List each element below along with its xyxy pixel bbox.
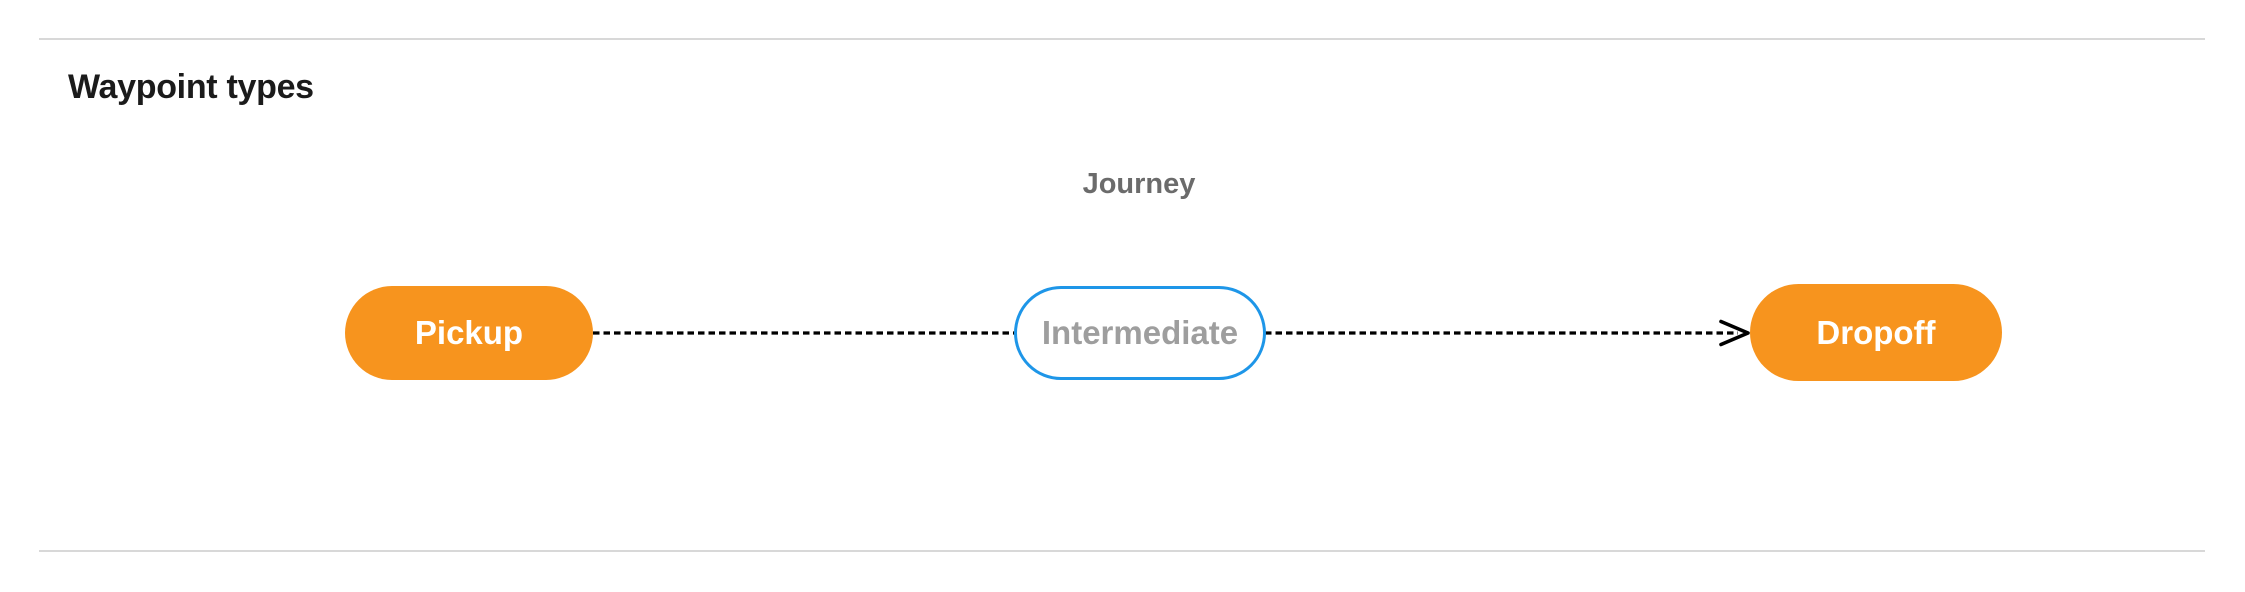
node-dropoff-label: Dropoff [1816,313,1936,351]
bottom-divider [39,550,2205,552]
node-pickup: Pickup [345,286,593,380]
node-dropoff: Dropoff [1750,284,2002,381]
page-title: Waypoint types [68,68,314,106]
top-divider [39,38,2205,40]
arrowhead-icon [1719,319,1750,347]
journey-label: Journey [1082,168,1196,200]
node-intermediate-label: Intermediate [1041,314,1239,351]
node-intermediate: Intermediate [1014,286,1266,380]
node-pickup-label: Pickup [414,314,524,351]
